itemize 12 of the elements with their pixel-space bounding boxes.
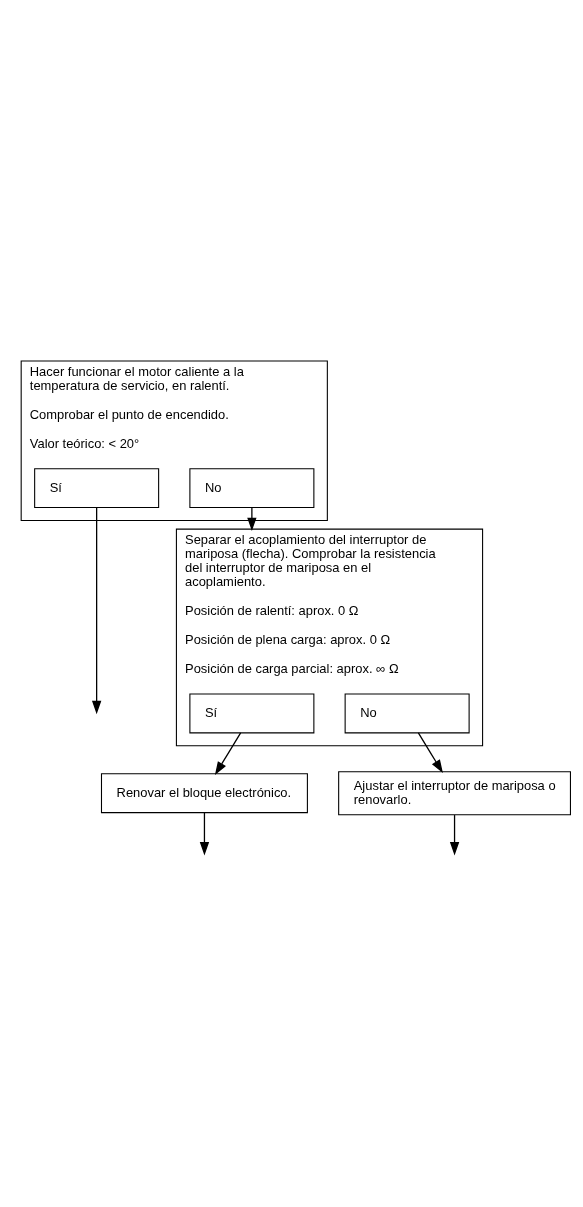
arrow	[214, 732, 242, 776]
node-box: No	[344, 693, 470, 734]
node-box: No	[189, 468, 315, 509]
arrow	[247, 507, 257, 532]
node-box: Sí	[189, 693, 315, 734]
arrow	[91, 507, 102, 715]
node-box: Renovar el bloque electrónico.	[100, 773, 308, 814]
arrow	[199, 812, 210, 856]
node-box: Ajustar el interruptor de mariposa o renovarlo.	[338, 771, 571, 816]
arrow	[417, 732, 443, 774]
arrow	[449, 814, 460, 856]
node-box: Sí	[34, 468, 160, 509]
